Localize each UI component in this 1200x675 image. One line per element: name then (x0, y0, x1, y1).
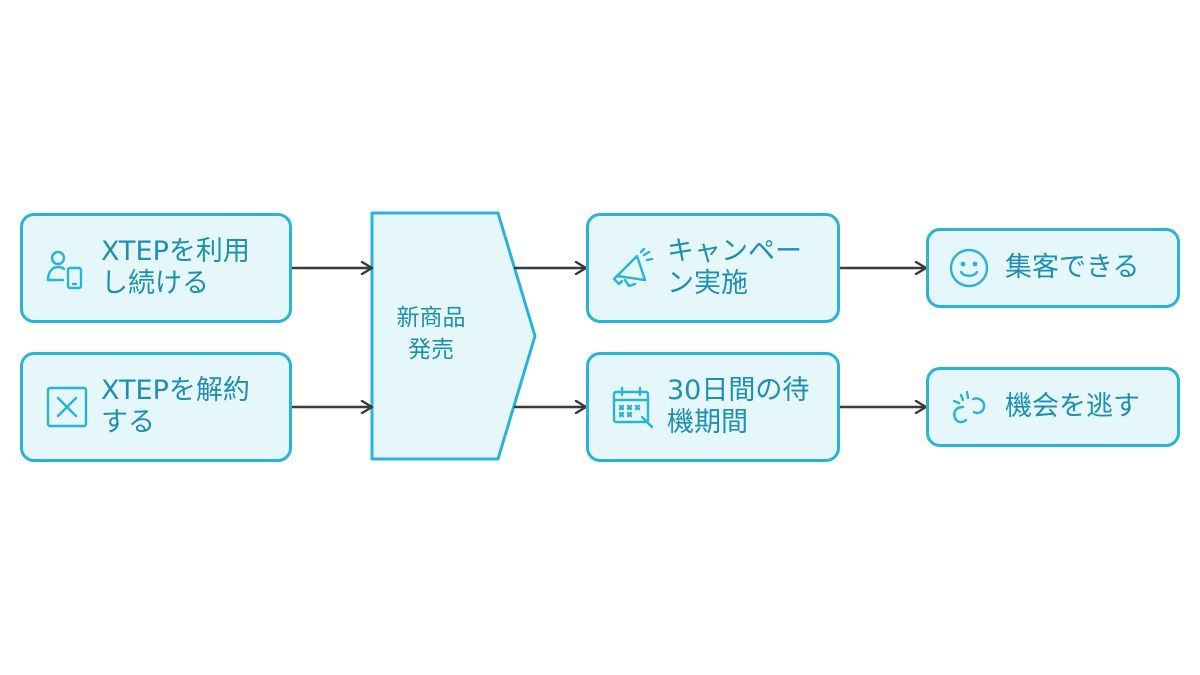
continue-xtep-label: XTEPを利用 し続ける (101, 236, 250, 299)
attract-customers-label: 集客できる (1005, 252, 1140, 283)
campaign-node: キャンペー ン実施 (586, 213, 840, 323)
user-device-icon (39, 246, 95, 290)
broken-link-icon (943, 385, 995, 429)
calendar-icon (605, 385, 661, 429)
miss-opportunity-node: 機会を逃す (926, 367, 1180, 447)
smiley-icon (943, 246, 995, 290)
new-product-label: 新商品 発売 (396, 305, 466, 363)
attract-customers-node: 集客できる (926, 228, 1180, 308)
close-box-icon (39, 385, 95, 429)
cancel-xtep-label: XTEPを解約 する (101, 375, 250, 438)
miss-opportunity-label: 機会を逃す (1005, 391, 1140, 422)
new-product-pentagon (370, 211, 537, 461)
megaphone-icon (605, 246, 661, 290)
waiting-period-label: 30日間の待 機期間 (667, 375, 810, 438)
continue-xtep-node: XTEPを利用 し続ける (20, 213, 292, 323)
waiting-period-node: 30日間の待 機期間 (586, 352, 840, 462)
cancel-xtep-node: XTEPを解約 する (20, 352, 292, 462)
campaign-label: キャンペー ン実施 (667, 236, 802, 299)
